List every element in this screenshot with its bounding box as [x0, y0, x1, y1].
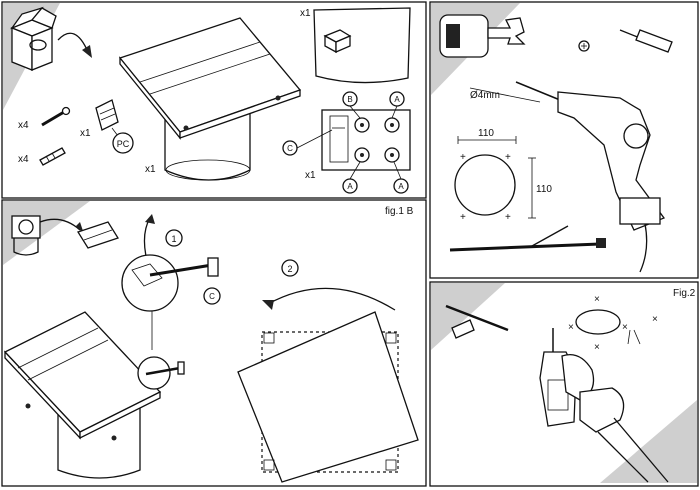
pc-clip-icon — [95, 99, 119, 137]
height-dimension: 110 — [536, 184, 552, 195]
callout-c: C — [209, 292, 215, 301]
svg-text:+: + — [505, 212, 511, 223]
rotate-arrow — [267, 287, 396, 311]
drill-bit-icon — [445, 304, 509, 339]
small-fan-icon — [11, 215, 41, 256]
screwdriver-icon — [619, 29, 673, 53]
figure-label: Fig.2 — [673, 288, 696, 299]
terminal-block — [321, 109, 411, 171]
unpack-arrow — [57, 32, 89, 53]
callout-c: C — [287, 144, 293, 153]
drill-size-label: Ø4mm — [470, 90, 500, 101]
figure-label: fig.1 B — [385, 206, 414, 217]
callout-a: A — [394, 95, 400, 104]
screw-head-icon — [578, 40, 590, 52]
svg-text:+: + — [460, 152, 466, 163]
step-1-marker — [165, 229, 183, 247]
callout-a: A — [398, 182, 404, 191]
fan-assembly — [3, 311, 162, 479]
rotated-panel — [237, 311, 419, 483]
hands-icon — [561, 353, 669, 483]
svg-text:×: × — [622, 322, 628, 333]
svg-text:×: × — [568, 322, 574, 333]
cable-icon — [449, 225, 606, 252]
step-1-number: 1 — [171, 234, 176, 244]
screw-quantity: x4 — [18, 120, 29, 131]
drill-icon — [515, 81, 666, 273]
callout-b: B — [347, 95, 352, 104]
fan-quantity: x1 — [145, 164, 156, 175]
box-icon — [10, 6, 57, 71]
magnifier-top — [121, 254, 219, 312]
svg-text:×: × — [594, 342, 600, 353]
width-dimension: 110 — [478, 128, 494, 139]
marking-template: × × × × × — [568, 294, 658, 353]
svg-text:+: + — [460, 212, 466, 223]
plug-quantity: x4 — [18, 154, 29, 165]
foam-pad-bag — [313, 7, 411, 84]
step-2-number: 2 — [287, 264, 292, 274]
corner-shade — [600, 400, 697, 483]
wrench-tool-icon — [439, 14, 526, 58]
pc-callout — [112, 132, 134, 154]
cutout-template: + + + + — [454, 136, 536, 223]
screw-icon — [41, 106, 71, 127]
step-2-marker — [281, 259, 299, 277]
wall-plug-icon — [39, 147, 66, 166]
callout-c-circle — [203, 287, 221, 305]
sticker-quantity: x1 — [300, 8, 311, 19]
slide-arrow — [39, 218, 81, 231]
pc-quantity: x1 — [80, 128, 91, 139]
corner-shade — [431, 283, 505, 350]
svg-text:×: × — [594, 294, 600, 305]
magnifier-bottom — [137, 356, 185, 390]
fan-unit — [118, 17, 302, 181]
pc-label: PC — [117, 139, 130, 149]
svg-text:×: × — [652, 314, 658, 325]
callout-a: A — [347, 182, 353, 191]
svg-text:+: + — [505, 152, 511, 163]
terminal-quantity: x1 — [305, 170, 316, 181]
